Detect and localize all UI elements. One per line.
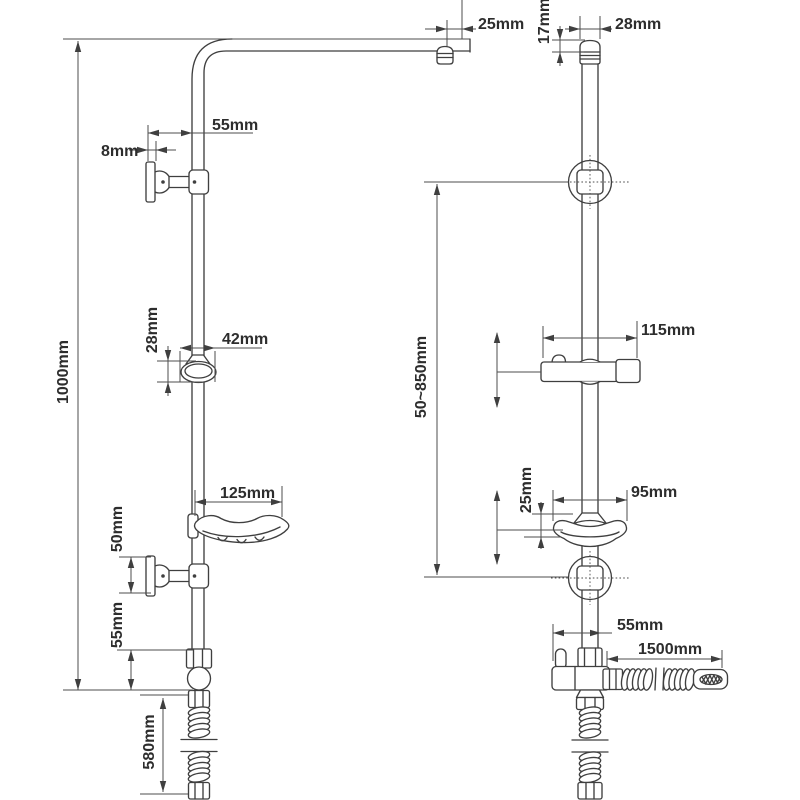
dim-label: 28mm [615,16,661,33]
hose-coil [642,668,654,691]
slider-knob [615,358,641,384]
dimension-annotations: 25mm 17mm 28mm 55mm [55,0,723,795]
soap-shelf [187,513,290,544]
hose-coil [578,728,602,739]
dim-dish-height: 25mm [518,467,573,549]
dish-travel-arrow [493,490,563,565]
dim-rail-bottom-offset: 55mm [109,602,193,690]
left-wall-bracket-bottom [145,555,210,597]
dim-label: 50mm [109,506,126,552]
dim-riser-total-height: 1000mm [55,41,193,691]
left-wall-bracket-top [145,161,210,203]
hose-end-connector [692,668,729,690]
handshower-holder [180,354,217,384]
slider-travel-arrow [493,332,541,408]
ball-joint [186,666,212,691]
wall-plate [145,555,156,597]
hose-coil [187,772,211,783]
dim-label: 55mm [109,602,126,648]
hose-end-nut [577,781,603,800]
right-bottom-hose [571,706,609,800]
shelf-notch [217,536,228,542]
wall-plate [145,161,156,203]
dim-cap-height: 17mm [536,0,585,66]
left-rail-bottom-fitting [185,648,213,709]
connector-nut [185,648,213,669]
dim-lower-hose-length: 580mm [140,694,188,795]
dim-label: 580mm [141,714,158,769]
dim-cap-width: 28mm [565,16,661,39]
dim-label: 95mm [631,484,677,501]
dim-wall-plate-thickness: 8mm [101,141,176,161]
dim-label: 42mm [222,331,268,348]
hose-end-nut [187,781,211,800]
bottom-taper [575,689,605,699]
dish-rim-line [573,522,607,528]
slider-rail-bump-bottom [579,380,601,385]
rail-clamp-block [188,563,210,589]
dim-label: 17mm [536,0,553,44]
dim-bracket-travel: 50~850mm [413,181,568,578]
dim-holder-width: 42mm [179,331,268,382]
dim-slider-width: 115mm [542,321,695,358]
dim-left-bracket-offset: 55mm [147,117,258,161]
lower-connecting-hose [180,706,218,800]
left-rail-inner-edge [203,50,471,650]
connector-grip [699,673,723,686]
dim-label: 8mm [101,143,138,160]
dim-label: 1500mm [638,641,702,658]
screw-dot [192,180,197,184]
holder-ring-inner [184,363,213,379]
shelf-inner-line [202,526,281,538]
dim-shower-hose-length: 1500mm [606,641,723,668]
screw-dot [192,574,197,578]
dim-label: 28mm [144,307,161,353]
dim-dish-width: 95mm [552,484,677,521]
diverter-valve [551,647,624,711]
arm-outlet-cap [436,45,454,65]
bracket-stem [168,175,191,189]
dim-label: 25mm [518,467,535,513]
slider-holder-bracket [540,354,641,385]
valve-neck [577,647,603,668]
slider-rail-bump-top [579,358,601,363]
slider-body [540,361,619,383]
shelf-notch [254,536,265,541]
left-riser-and-arm [63,38,471,650]
connector-grip-hatch [701,674,722,685]
dim-label: 55mm [617,617,663,634]
rail-clamp-block [188,169,210,195]
dim-lower-bracket-height: 50mm [109,506,151,594]
dim-label: 115mm [641,322,695,339]
hose-break-line [654,667,657,691]
bracket-stem [168,569,191,583]
dim-label: 55mm [212,117,258,134]
hose-coil [187,728,211,739]
right-bracket-blocks [551,155,629,605]
dish-inner-line [560,531,620,538]
dim-shelf-width: 125mm [194,485,283,517]
screw-dot [161,574,165,578]
dim-label: 125mm [220,485,275,502]
hose-nut [187,689,211,709]
dim-label: 25mm [478,16,524,33]
left-rail-outer-edge [191,38,233,650]
slider-hook [551,354,567,363]
dim-diverter-offset: 55mm [552,617,663,661]
shelf-notch [236,538,247,544]
dim-label: 50~850mm [413,336,430,418]
right-soap-dish [552,512,628,548]
screw-dot [161,180,165,184]
valve-body [551,665,611,691]
dim-arm-outlet-offset: 25mm [425,0,524,46]
dim-holder-height: 28mm [144,307,204,396]
right-slide-rail [567,39,613,651]
dim-label: 1000mm [55,340,72,404]
handheld-shower-hose [620,667,729,691]
outlet-nut-right [602,668,624,691]
